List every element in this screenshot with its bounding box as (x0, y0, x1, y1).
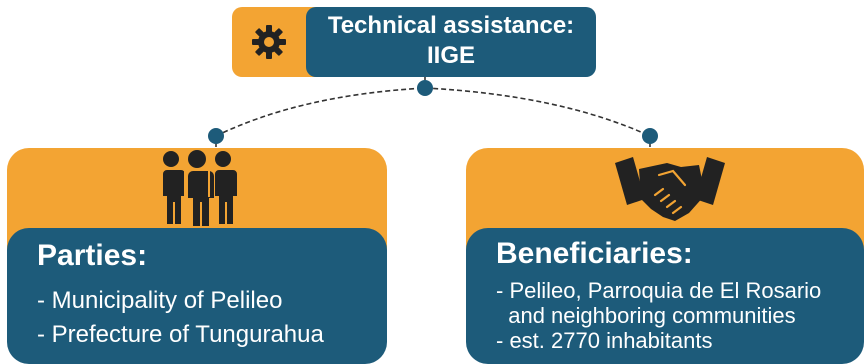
connector-node-right (642, 128, 658, 144)
beneficiaries-item: - Pelileo, Parroquia de El Rosario (496, 278, 822, 303)
connector-node-left (208, 128, 224, 144)
beneficiaries-item: - est. 2770 inhabitants (496, 328, 713, 353)
connector-node-top (417, 80, 433, 96)
people-group-icon (161, 150, 237, 226)
beneficiaries-heading: Beneficiaries: (496, 237, 693, 270)
header-title-line1: Technical assistance: (327, 12, 575, 39)
handshake-icon (615, 157, 725, 221)
parties-item: - Prefecture of Tungurahua (37, 321, 324, 348)
connector-left-arc (215, 87, 426, 137)
parties-card: Parties: - Municipality of Pelileo - Pre… (7, 228, 387, 364)
header-title-line2: IIGE (426, 42, 475, 69)
parties-heading: Parties: (37, 239, 148, 272)
gear-icon (252, 25, 286, 59)
parties-item: - Municipality of Pelileo (37, 287, 283, 314)
connector-right-arc (424, 87, 651, 137)
beneficiaries-card: Beneficiaries: - Pelileo, Parroquia de E… (466, 228, 864, 364)
beneficiaries-item: and neighboring communities (496, 303, 796, 328)
technical-assistance-box: Technical assistance: IIGE (306, 7, 596, 77)
